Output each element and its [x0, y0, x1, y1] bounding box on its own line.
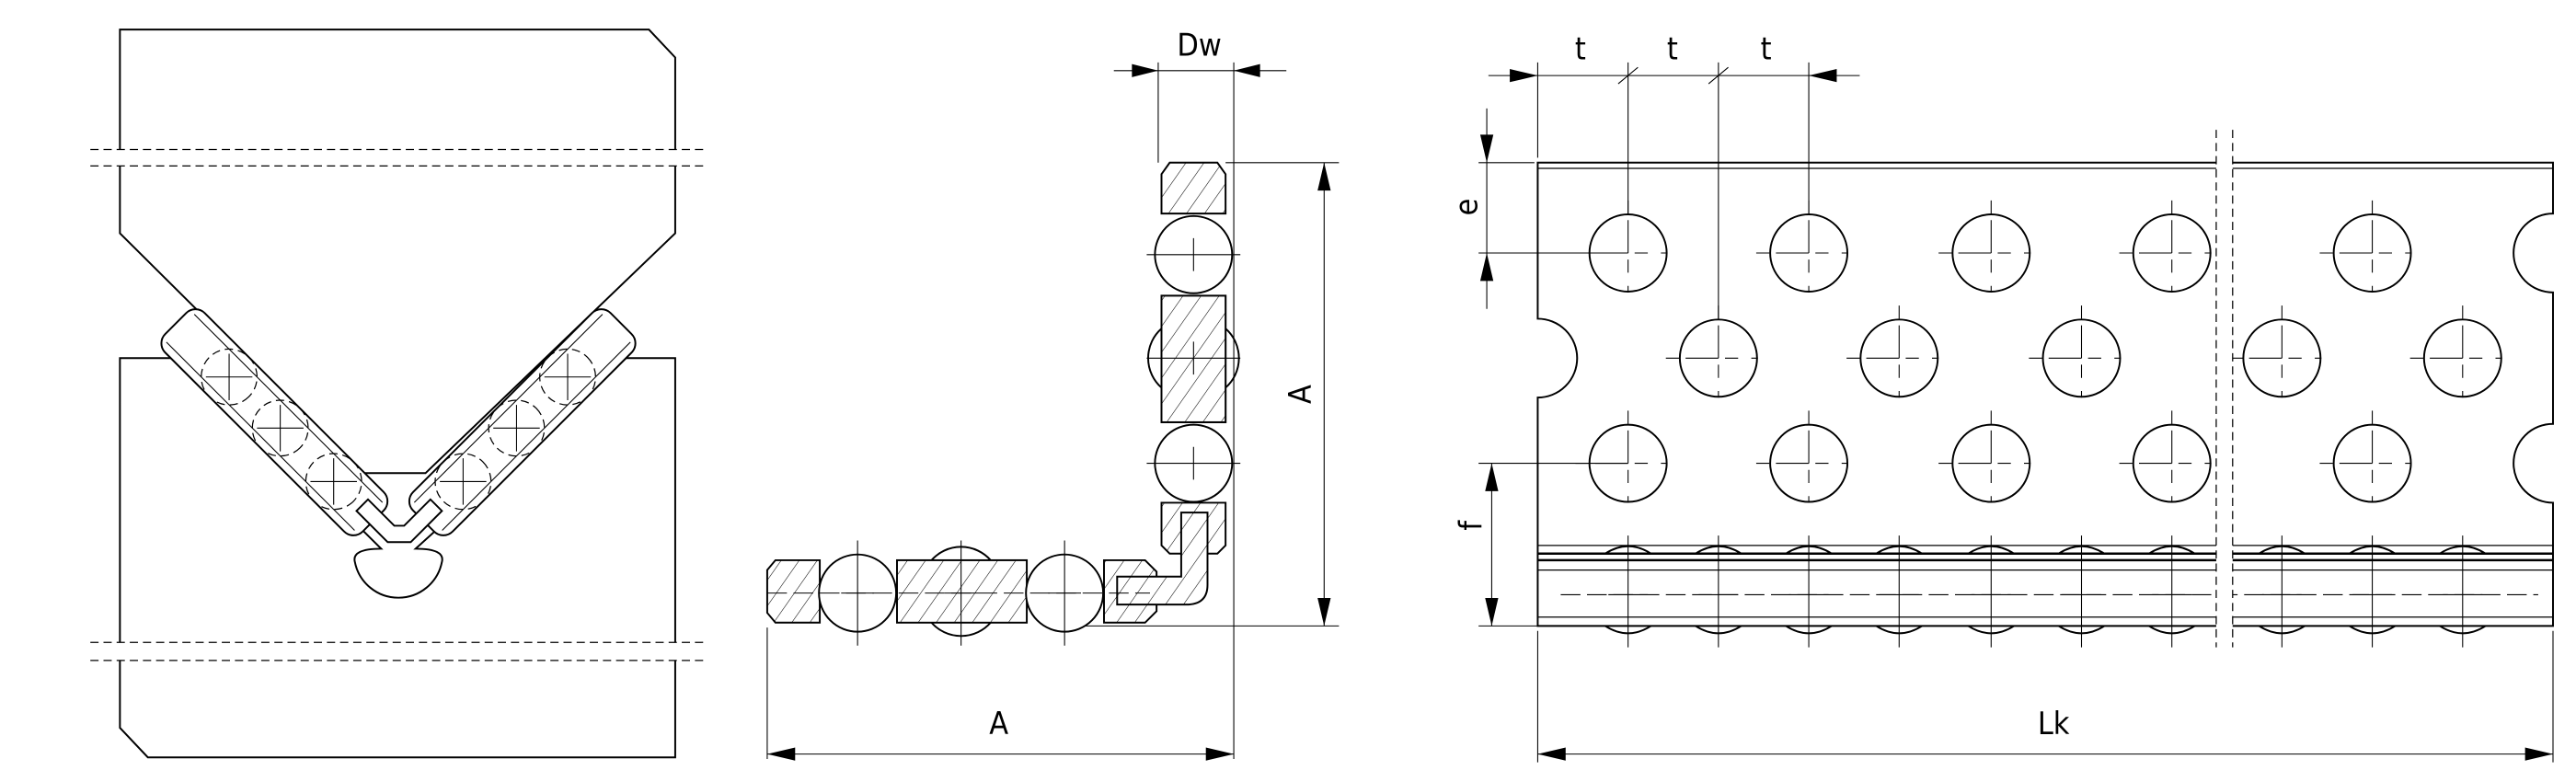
center-mark: [1665, 305, 1771, 411]
label-dw: Dw: [1177, 28, 1221, 63]
cage-cross-section-view: Dw A A: [765, 28, 1340, 761]
center-mark: [1879, 535, 1919, 648]
dimension-dw: Dw: [1113, 28, 1287, 77]
center-mark: [2443, 535, 2483, 648]
center-mark: [1608, 535, 1649, 648]
center-mark: [2152, 535, 2192, 648]
center-mark: [2062, 535, 2101, 648]
cage-segment: [896, 558, 1029, 624]
l-shaped-retainer: [1116, 512, 1209, 606]
dimension-lk: Lk: [1536, 630, 2554, 763]
center-mark: [1788, 535, 1829, 648]
center-mark: [1971, 535, 2011, 648]
center-mark: [1938, 200, 2044, 306]
center-mark: [1755, 410, 1862, 516]
center-marks: [766, 237, 1241, 646]
label-a-vertical: A: [1282, 385, 1318, 404]
dimension-f: f: [1454, 463, 1628, 627]
center-mark: [2119, 410, 2225, 516]
dimension-a-horizontal: A: [766, 706, 1235, 761]
label-a-horizontal: A: [989, 706, 1008, 742]
center-mark: [2352, 535, 2392, 648]
dimension-pitch: t t t: [1488, 30, 1860, 319]
center-mark: [2319, 410, 2425, 516]
center-mark: [1846, 305, 1952, 411]
dimension-a-vertical: A: [1282, 162, 1331, 627]
center-mark: [2029, 305, 2134, 411]
label-f: f: [1454, 520, 1489, 531]
dimension-e: e: [1448, 108, 1628, 309]
center-mark: [2409, 305, 2515, 411]
right-roller-cage: [408, 308, 637, 536]
label-lk: Lk: [2038, 706, 2070, 742]
center-mark: [2229, 305, 2335, 411]
cage-segment: [765, 558, 822, 624]
center-mark: [2119, 200, 2225, 306]
center-mark: [1698, 535, 1739, 648]
label-e: e: [1448, 199, 1484, 216]
center-mark: [2319, 200, 2425, 306]
label-t-2: t: [1667, 30, 1678, 66]
label-t-1: t: [1575, 30, 1586, 66]
upper-rail-block: [119, 29, 676, 475]
left-roller-cage: [160, 308, 389, 536]
center-mark: [2261, 535, 2302, 648]
cage-strip-top-view: t t t e f Lk: [1448, 30, 2554, 763]
cage-retainer-clip: [355, 498, 443, 544]
center-mark: [1938, 410, 2044, 516]
cage-segment: [1160, 161, 1227, 215]
label-t-3: t: [1761, 30, 1772, 66]
center-mark: [1755, 200, 1862, 306]
v-guide-assembly-view: [82, 29, 715, 759]
